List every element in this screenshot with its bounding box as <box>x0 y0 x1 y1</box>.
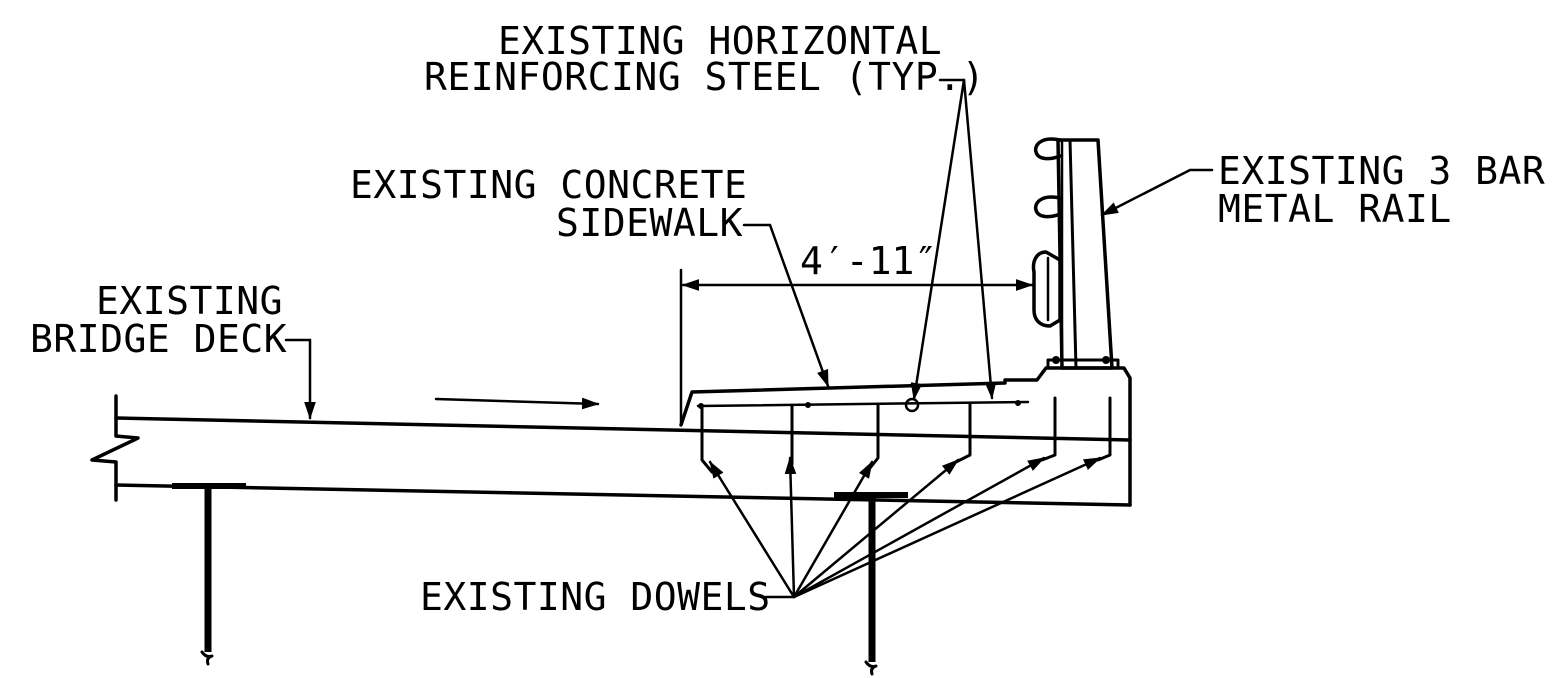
horizontal-steel-bar <box>696 400 1030 408</box>
sidewalk-leader <box>742 223 830 388</box>
rail-leader <box>1100 168 1214 217</box>
rail-label-line1: EXISTING 3 BAR <box>1218 149 1545 193</box>
slope-arrow <box>434 397 600 410</box>
dowel <box>954 401 972 464</box>
girder-left-flange <box>172 483 246 489</box>
dowel-leader <box>792 456 1046 599</box>
leaders <box>284 78 1214 599</box>
dowel-leader <box>784 456 797 599</box>
sidewalk-label-line1: EXISTING CONCRETE <box>350 163 747 207</box>
bridge-deck <box>90 394 1132 507</box>
rail-bar-bottom <box>1031 250 1062 328</box>
girder-right-flange <box>834 492 908 498</box>
sidewalk-label-line2: SIDEWALK <box>556 201 743 245</box>
dimension-text: 4′-11″ <box>800 239 937 283</box>
sidewalk-outline <box>679 366 1132 507</box>
anchor-bolt <box>1052 356 1060 364</box>
sidewalk-width-dimension: 4′-11″ <box>681 239 1034 291</box>
dowels-label: EXISTING DOWELS <box>420 575 771 619</box>
girder-left-break <box>200 650 214 666</box>
dowel <box>1096 396 1112 462</box>
steel-leader-1 <box>910 78 966 401</box>
girder-right <box>834 492 908 676</box>
deck-leader <box>284 338 316 420</box>
dowel <box>1040 396 1057 462</box>
labels: EXISTING HORIZONTAL REINFORCING STEEL (T… <box>30 19 1545 619</box>
anchor-bolt <box>1102 356 1110 364</box>
metal-rail <box>1031 137 1120 370</box>
dowel-leader <box>792 458 960 599</box>
deck-label-line1: EXISTING <box>96 279 283 323</box>
rail-base-plate <box>1046 358 1120 370</box>
dowel <box>700 406 714 474</box>
rail-post-inner <box>1068 138 1078 370</box>
rail-post <box>1056 138 1114 370</box>
rail-bar-middle <box>1033 195 1062 219</box>
rail-bar-top <box>1033 137 1062 161</box>
dowel-leader <box>792 456 1102 599</box>
deck-bottom-line <box>114 483 1132 507</box>
deck-top-line <box>114 416 1132 442</box>
steel-dot <box>1015 400 1021 406</box>
sidewalk <box>679 268 1132 507</box>
steel-bar-section <box>904 397 920 413</box>
horizontal-steel-label-line2: REINFORCING STEEL (TYP.) <box>424 55 985 99</box>
dowel-leader <box>792 460 874 599</box>
deck-break-line <box>90 394 140 502</box>
steel-dot <box>805 402 811 408</box>
dowel-leader <box>708 460 796 599</box>
horizontal-steel-label-line1: EXISTING HORIZONTAL <box>498 19 942 63</box>
rail-label-line2: METAL RAIL <box>1218 187 1452 231</box>
girder-right-break <box>864 660 878 676</box>
girder-left <box>172 483 246 666</box>
steel-leader-2 <box>962 78 997 400</box>
deck-label-line2: BRIDGE DECK <box>30 317 287 361</box>
